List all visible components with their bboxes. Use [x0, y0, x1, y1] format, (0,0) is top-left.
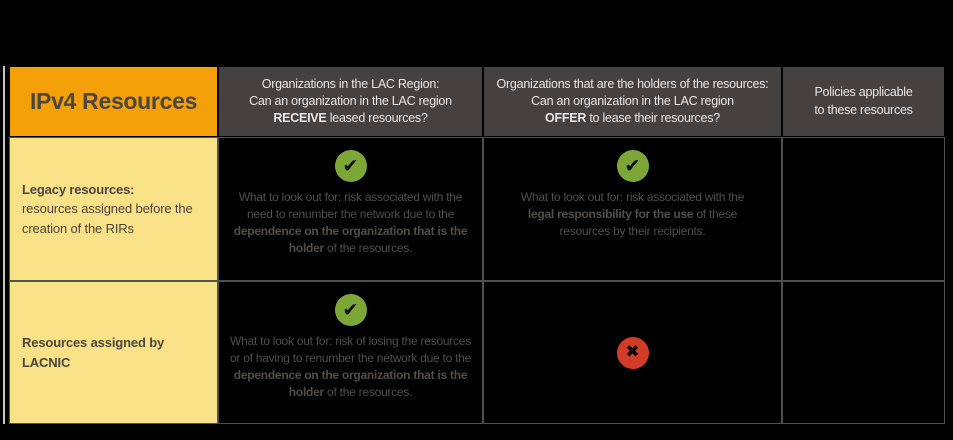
cell-legacy-offer: ✔ What to look out for: risk associated …	[483, 137, 782, 281]
cell-legacy-receive-text: What to look out for: risk associated wi…	[233, 190, 468, 256]
column-header-lac-receive-text: Organizations in the LAC Region: Can an …	[249, 76, 452, 126]
ipv4-resources-table: IPv4 Resources Organizations in the LAC …	[9, 66, 945, 424]
column-header-holders-offer: Organizations that are the holders of th…	[483, 66, 782, 137]
row-header-legacy-resources-text: Legacy resources: resources assigned bef…	[22, 181, 193, 236]
cell-legacy-policies	[782, 137, 945, 281]
cell-lacnic-receive: ✔ What to look out for: risk of losing t…	[218, 281, 483, 424]
cell-lacnic-offer: ✖	[483, 281, 782, 424]
column-header-holders-offer-text: Organizations that are the holders of th…	[496, 76, 769, 126]
table-title-text: IPv4 Resources	[29, 88, 198, 114]
cell-lacnic-policies	[782, 281, 945, 424]
check-icon: ✔	[616, 150, 649, 182]
cell-legacy-offer-text: What to look out for: risk associated wi…	[520, 190, 745, 239]
table-title: IPv4 Resources	[9, 66, 218, 137]
left-accent-line	[3, 66, 5, 424]
cross-icon: ✖	[616, 336, 649, 369]
check-icon: ✔	[334, 294, 367, 326]
row-header-lacnic-resources: Resources assigned by LACNIC	[9, 281, 218, 424]
row-header-lacnic-resources-text: Resources assigned by LACNIC	[22, 335, 165, 370]
column-header-policies-text: Policies applicable to these resources	[814, 85, 913, 117]
cell-legacy-receive: ✔ What to look out for: risk associated …	[218, 137, 483, 281]
column-header-lac-receive: Organizations in the LAC Region: Can an …	[218, 66, 483, 137]
column-header-policies: Policies applicable to these resources	[782, 66, 945, 137]
check-icon: ✔	[334, 150, 367, 182]
row-header-legacy-resources: Legacy resources: resources assigned bef…	[9, 137, 218, 281]
cell-lacnic-receive-text: What to look out for: risk of losing the…	[229, 334, 472, 400]
